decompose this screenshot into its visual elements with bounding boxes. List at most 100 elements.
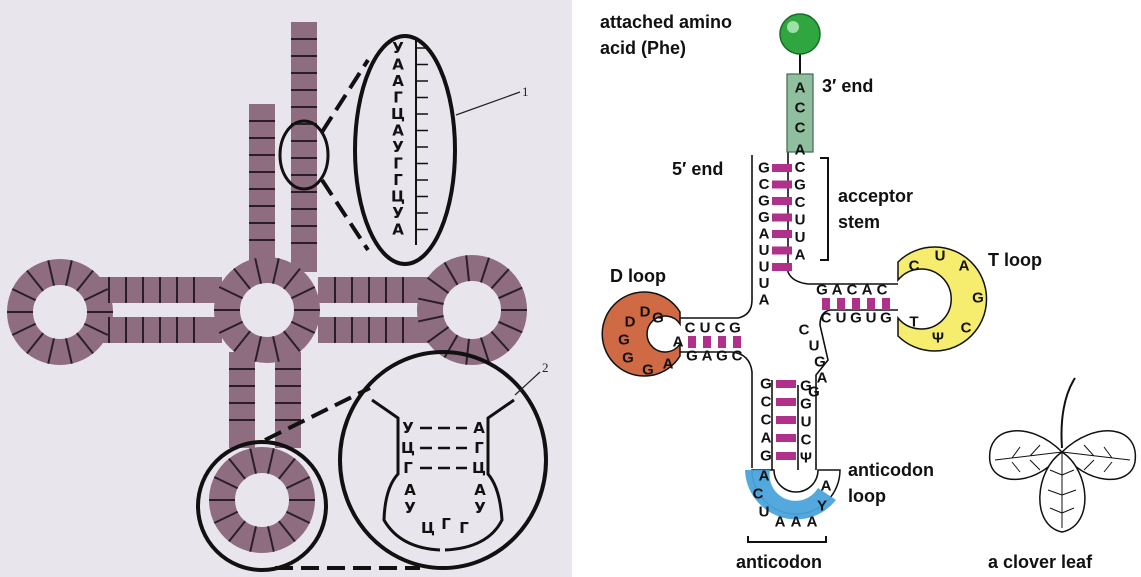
clover-leaf-label: a clover leaf — [988, 552, 1093, 572]
loop-bottom-letter: Г — [441, 515, 451, 533]
amino-acid-label-line2: acid (Phe) — [600, 38, 686, 58]
anticodon-stem-left-nucleotide: C — [761, 412, 772, 429]
d-loop-nucleotide: A — [663, 356, 674, 373]
acceptor-stem-bracket — [820, 158, 828, 260]
anticodon-stem-right-nucleotide: G — [800, 396, 812, 413]
loop-bottom-letter: Г — [459, 519, 469, 537]
anticodon-loop-nucleotide: A — [775, 514, 786, 531]
d-loop-nucleotide: D — [625, 314, 636, 331]
acceptor-right-nucleotide: A — [795, 247, 806, 264]
backbone-d-arm — [680, 352, 752, 468]
t-stem-top-nucleotide: A — [862, 282, 873, 299]
t-loop-nucleotide: C — [961, 320, 972, 337]
t-stem-top-nucleotide: C — [877, 282, 888, 299]
connector-nucleotide: G — [814, 354, 826, 371]
anticodon-loop-nucleotide: C — [753, 486, 764, 503]
t-loop-nucleotide: C — [909, 258, 920, 275]
stem-letter: А — [392, 72, 404, 90]
anticodon-loop-nucleotide: A — [791, 514, 802, 531]
stem-letter: У — [392, 204, 404, 222]
anticodon-bracket — [748, 536, 826, 542]
acceptor-tail-nucleotide: C — [795, 100, 806, 117]
d-stem-top-nucleotide: G — [729, 320, 741, 337]
stem-letter: У — [392, 39, 404, 57]
backbone-t-arm — [816, 310, 898, 470]
callout-2-number: 2 — [542, 360, 549, 375]
connector-nucleotide: U — [809, 338, 820, 355]
acceptor-left-nucleotide: G — [758, 209, 770, 226]
acceptor-right-nucleotide: A — [795, 142, 806, 159]
stem-letter: Г — [393, 171, 403, 189]
stem-letter: А — [392, 122, 404, 140]
anticodon-stem-left-nucleotide: G — [760, 448, 772, 465]
loop-bottom-letter: Ц — [421, 519, 435, 537]
loop-pair-right-letter: А — [473, 419, 485, 437]
d-loop-nucleotide: D — [640, 304, 651, 321]
d-stem-top-nucleotide: C — [685, 320, 696, 337]
loop-left-letter: А — [404, 481, 416, 499]
acceptor-left-nucleotide: G — [758, 160, 770, 177]
connector-nucleotide: C — [799, 322, 810, 339]
acceptor-left-nucleotide: U — [759, 275, 770, 292]
anticodon-stem-right-nucleotide: C — [801, 432, 812, 449]
loop-pair-right-letter: Г — [474, 439, 484, 457]
anticodon-loop-label-line2: loop — [848, 486, 886, 506]
t-stem-bottom-nucleotide: U — [866, 310, 877, 327]
t-loop-nucleotide: T — [909, 314, 918, 331]
acceptor-stem-label-line2: stem — [838, 212, 880, 232]
loop-pair-left-letter: Ц — [401, 439, 415, 457]
anticodon-loop-label-line1: anticodon — [848, 460, 934, 480]
acceptor-right-nucleotide: U — [795, 212, 806, 229]
amino-acid-label-line1: attached amino — [600, 12, 732, 32]
anticodon-stem-left-nucleotide: G — [760, 376, 772, 393]
anticodon-stem-right-nucleotide: G — [800, 378, 812, 395]
t-loop-nucleotide: G — [972, 290, 984, 307]
t-loop-label: T loop — [988, 250, 1042, 270]
acceptor-tail-nucleotide: A — [795, 80, 806, 97]
t-stem-top-nucleotide: G — [816, 282, 828, 299]
loop-pair-left-letter: У — [402, 419, 414, 437]
d-stem-bottom-nucleotide: A — [702, 348, 713, 365]
d-loop-nucleotide: G — [652, 310, 664, 327]
anticodon-stem-left-nucleotide: A — [761, 430, 772, 447]
loop-pair-right-letter: Ц — [472, 459, 486, 477]
stem-letter: А — [392, 56, 404, 74]
callout-1-number: 1 — [522, 84, 529, 99]
clover-leaf-illustration — [990, 378, 1136, 532]
t-stem-top-nucleotide: A — [832, 282, 843, 299]
stem-letter: У — [392, 138, 404, 156]
acceptor-left-nucleotide: U — [759, 259, 770, 276]
anticodon-loop-nucleotide: Y — [817, 498, 827, 515]
loop-left-letter: У — [404, 499, 416, 517]
acceptor-right-nucleotide: G — [794, 177, 806, 194]
acceptor-left-nucleotide: C — [759, 176, 770, 193]
anticodon-loop-nucleotide: U — [759, 504, 770, 521]
anticodon-loop-nucleotide: A — [759, 468, 770, 485]
amino-acid-sphere — [780, 14, 820, 54]
stem-letter: Г — [393, 89, 403, 107]
loop-right-letter: А — [474, 481, 486, 499]
t-loop-nucleotide: A — [959, 258, 970, 275]
backbone-acceptor-left — [680, 155, 752, 318]
three-prime-end-label: 3′ end — [822, 76, 873, 96]
acceptor-left-nucleotide: U — [759, 242, 770, 259]
t-stem-bottom-nucleotide: U — [836, 310, 847, 327]
d-stem-bottom-nucleotide: G — [686, 348, 698, 365]
d-stem-top-nucleotide: U — [700, 320, 711, 337]
d-loop-nucleotide: A — [673, 334, 684, 351]
d-loop-nucleotide: G — [622, 350, 634, 367]
acceptor-right-nucleotide: C — [795, 159, 806, 176]
anticodon-label: anticodon — [736, 552, 822, 572]
t-loop-nucleotide: Ψ — [932, 330, 944, 347]
d-stem-bottom-nucleotide: C — [732, 348, 743, 365]
clover-stem — [1062, 378, 1075, 448]
d-loop-nucleotide: G — [642, 362, 654, 379]
anticodon-loop-nucleotide: A — [821, 478, 832, 495]
acceptor-left-nucleotide: G — [758, 193, 770, 210]
stem-letter: Г — [393, 155, 403, 173]
anticodon-stem-left-nucleotide: C — [761, 394, 772, 411]
anticodon-stem-right-nucleotide: U — [801, 414, 812, 431]
t-stem-top-nucleotide: C — [847, 282, 858, 299]
